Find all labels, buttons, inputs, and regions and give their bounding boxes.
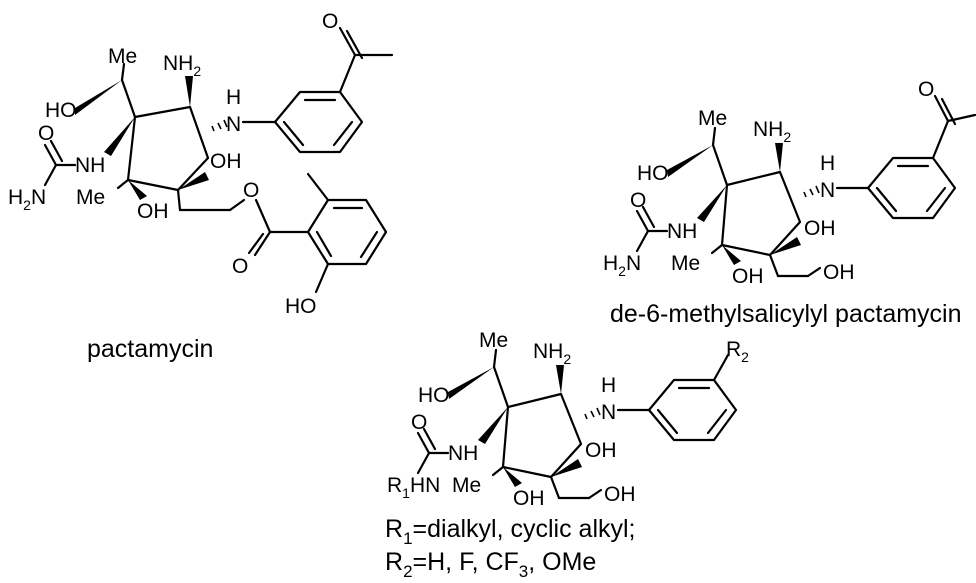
atom-o: O — [232, 255, 248, 278]
compound-pactamycin: Me HO NH2 H N O NH O H2N — [8, 10, 394, 363]
benzene-ring — [866, 156, 957, 220]
atom-r1hn: R1HN — [387, 474, 440, 501]
wedge-bond — [178, 172, 209, 190]
atom-nh2: NH2 — [533, 340, 571, 367]
cyclopentane-ring — [501, 392, 583, 479]
benzene-ring — [306, 198, 388, 266]
wedge-bond — [478, 407, 508, 444]
atom-me: Me — [76, 186, 105, 209]
atom-oh: OH — [513, 487, 545, 510]
benzene-ring — [273, 90, 364, 154]
wedge-bond — [667, 145, 713, 177]
atom-n: N — [820, 179, 835, 202]
wedge-bond — [551, 459, 582, 477]
compound-analog: Me HO NH2 H N R2 NH O R1HN Me OH OH — [385, 329, 749, 581]
hash-bond — [584, 407, 601, 420]
atom-ho: HO — [45, 99, 77, 122]
wedge-bond — [104, 117, 135, 156]
caption-r2-definition: R2=H, F, CF3, OMe — [385, 548, 596, 581]
atom-oh: OH — [137, 200, 169, 223]
atom-nh: NH — [75, 154, 105, 177]
atom-o: O — [243, 179, 259, 202]
wedge-bond — [722, 245, 741, 265]
benzene-ring — [647, 378, 738, 442]
atom-n: N — [226, 113, 241, 136]
atom-nh2: NH2 — [163, 52, 201, 79]
hash-bond — [803, 185, 820, 198]
compound-de-6-methylsalicylyl-pactamycin: Me HO NH2 H N O NH O H2N Me OH OH — [603, 78, 976, 328]
atom-n: N — [601, 401, 616, 424]
atom-o: O — [322, 10, 338, 33]
atom-o: O — [630, 189, 646, 212]
atom-nh: NH — [448, 442, 478, 465]
atom-me: Me — [698, 107, 727, 130]
atom-ho: HO — [637, 162, 669, 185]
atom-oh: OH — [604, 483, 636, 506]
wedge-bond — [770, 237, 801, 255]
wedge-bond — [128, 180, 147, 200]
atom-oh: OH — [732, 265, 764, 288]
atom-ho: HO — [418, 384, 450, 407]
atom-oh: OH — [585, 439, 617, 462]
atom-ho: HO — [285, 295, 317, 318]
hash-bond — [211, 119, 228, 132]
atom-me: Me — [671, 252, 700, 275]
cyclopentane-ring — [126, 105, 210, 192]
atom-o: O — [411, 411, 427, 434]
wedge-bond — [775, 143, 783, 172]
atom-nh: NH — [667, 220, 697, 243]
atom-me: Me — [108, 45, 137, 68]
wedge-bond — [556, 365, 564, 394]
atom-h2n: H2N — [8, 186, 46, 213]
caption-pactamycin: pactamycin — [87, 335, 213, 363]
atom-oh: OH — [804, 217, 836, 240]
atom-me: Me — [452, 474, 481, 497]
atom-nh2: NH2 — [753, 118, 791, 145]
caption-de-6-methylsalicylyl-pactamycin: de-6-methylsalicylyl pactamycin — [610, 300, 962, 328]
atom-oh: OH — [823, 261, 855, 284]
atom-h: H — [601, 374, 616, 397]
wedge-bond — [75, 80, 122, 115]
wedge-bond — [185, 76, 193, 107]
wedge-bond — [448, 367, 494, 399]
wedge-bond — [697, 185, 727, 222]
caption-r1-definition: R1=dialkyl, cyclic alkyl; — [385, 515, 636, 548]
atom-h: H — [820, 152, 835, 175]
atom-oh: OH — [210, 150, 242, 173]
cyclopentane-ring — [720, 170, 802, 257]
atom-o: O — [918, 78, 934, 101]
atom-o: O — [38, 122, 54, 145]
atom-h: H — [226, 86, 241, 109]
atom-r2: R2 — [726, 338, 749, 365]
wedge-bond — [503, 467, 522, 487]
atom-h2n: H2N — [603, 252, 641, 279]
atom-me: Me — [479, 329, 508, 352]
